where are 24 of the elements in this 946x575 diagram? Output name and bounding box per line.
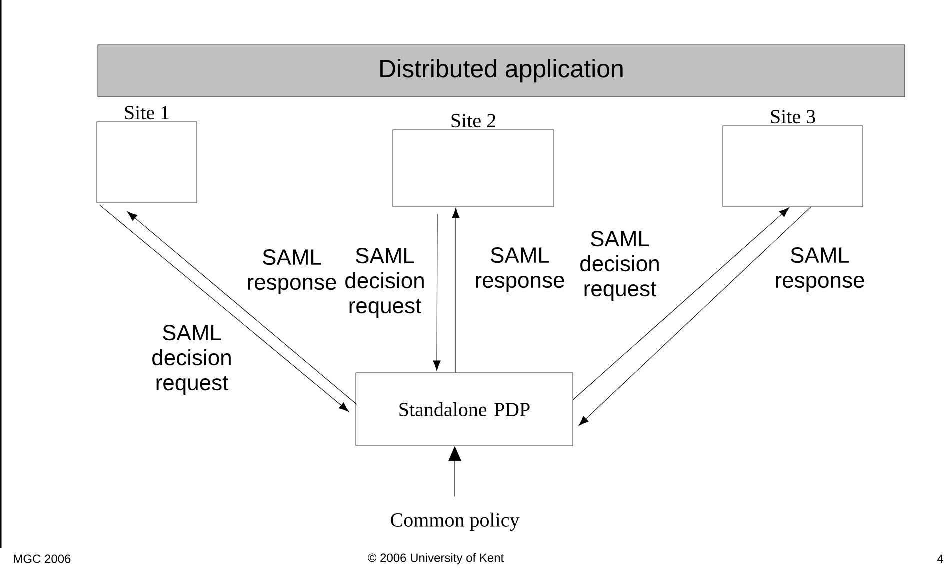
arrow	[452, 208, 460, 374]
arrow	[578, 206, 812, 426]
edge-label: SAML response	[245, 248, 339, 296]
footer-text: MGC 2006	[14, 554, 71, 564]
arrow	[572, 208, 790, 400]
title-banner: Distributed application	[98, 44, 906, 98]
footer-text: © 2006 University of Kent	[368, 553, 504, 565]
node-label: Site 3	[771, 110, 816, 124]
arrow	[127, 212, 358, 405]
node-label: Site 1	[125, 106, 169, 120]
arrow	[433, 214, 441, 371]
source-text: Common policy	[391, 512, 520, 532]
site-box: Site 3	[722, 110, 864, 208]
arrow	[100, 204, 350, 412]
edge-label: SAML decision request	[145, 324, 239, 396]
edge-label: SAML decision request	[338, 247, 432, 319]
footer-text: 4	[937, 554, 944, 564]
site-box: Site 1	[96, 106, 198, 204]
edge-label: SAML response	[773, 246, 867, 294]
edge-label: SAML response	[473, 246, 567, 294]
site-box: Site 2	[392, 114, 554, 208]
node-label: Site 2	[452, 114, 496, 128]
edge-label: SAML decision request	[573, 230, 667, 302]
process-box: Standalone PDP	[356, 372, 574, 446]
